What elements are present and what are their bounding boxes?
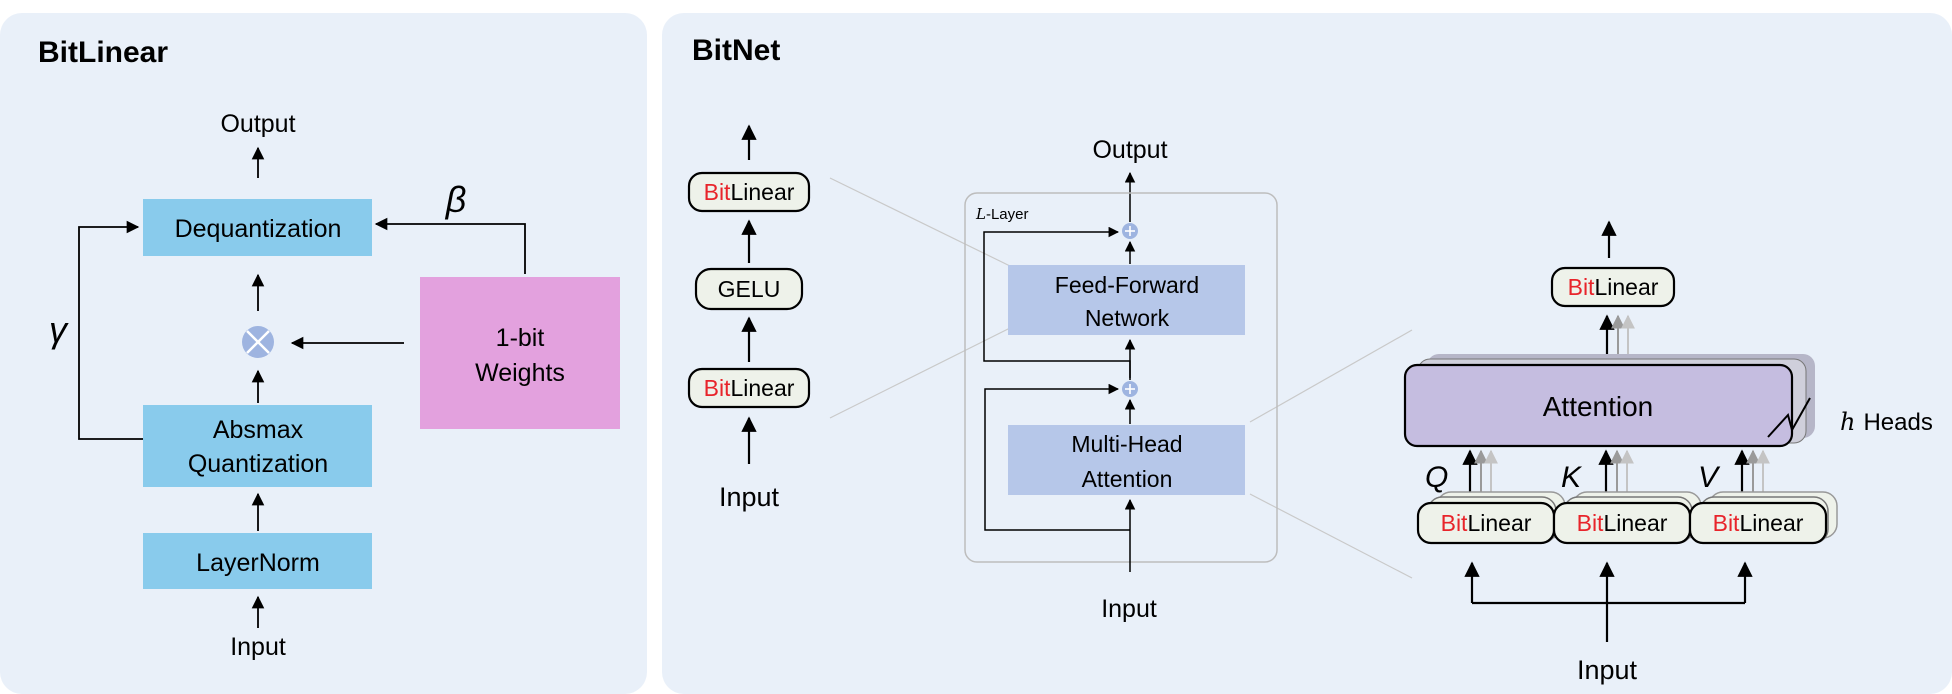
- ffn-stack: BitLinear GELU BitLinear Input: [687, 124, 811, 512]
- absmax-label-line2: Quantization: [188, 450, 328, 478]
- bitnet-panel: [662, 13, 1952, 694]
- ffn-label-line1: Feed-Forward: [1055, 272, 1199, 298]
- bitlinear-pill-bottom: BitLinear: [687, 367, 811, 409]
- svg-text:GELU: GELU: [718, 276, 781, 302]
- dequantization-label: Dequantization: [175, 215, 342, 243]
- weights-label-line1: 1-bit: [496, 324, 545, 352]
- layer-output-label: Output: [1092, 136, 1167, 164]
- ffn-label-line2: Network: [1085, 305, 1170, 331]
- attention-block: [1403, 363, 1794, 448]
- attention-input-label: Input: [1577, 655, 1638, 685]
- bitlinear-diagram: Output Dequantization β γ 1-bit Weights …: [49, 110, 620, 661]
- mha-label-line1: Multi-Head: [1071, 431, 1182, 457]
- zoom-connector-lines: [829, 177, 1413, 579]
- q-label: Q: [1425, 461, 1448, 494]
- multiply-icon: [242, 326, 274, 358]
- v-projection: BitLinear: [1688, 449, 1838, 545]
- bitnet-panel-title: BitNet: [692, 34, 781, 67]
- svg-text:BitLinear: BitLinear: [704, 375, 795, 401]
- weights-label-line2: Weights: [475, 359, 565, 387]
- dequantization-block: [143, 199, 372, 256]
- mha-block: [1008, 425, 1245, 495]
- add-icon-bottom: [1122, 381, 1138, 397]
- svg-text:BitLinear: BitLinear: [1577, 510, 1668, 536]
- bitlinear-panel-title: BitLinear: [38, 36, 169, 69]
- layernorm-label: LayerNorm: [196, 549, 320, 577]
- gamma-symbol: γ: [49, 309, 69, 350]
- weights-block: [420, 277, 620, 429]
- heads-bracket-icon: [1767, 397, 1811, 438]
- mha-label-line2: Attention: [1082, 466, 1173, 492]
- beta-symbol: β: [445, 179, 467, 220]
- gelu-pill: GELU: [694, 267, 804, 311]
- svg-text:BitLinear: BitLinear: [1568, 274, 1659, 300]
- add-icon-top: [1122, 223, 1138, 239]
- svg-text:BitLinear: BitLinear: [704, 179, 795, 205]
- bitlinear-input-label: Input: [230, 633, 286, 661]
- k-projection: BitLinear: [1552, 449, 1702, 545]
- input-fanout-arrows: [1464, 561, 1753, 642]
- layernorm-block: [143, 533, 372, 589]
- ffn-stack-input-label: Input: [719, 482, 780, 512]
- ffn-block: [1008, 265, 1245, 335]
- svg-text:BitLinear: BitLinear: [1441, 510, 1532, 536]
- arrow-weights-to-dequant: [374, 217, 526, 274]
- layer-input-label: Input: [1101, 595, 1157, 623]
- bitlinear-output-label: Output: [220, 110, 295, 138]
- k-label: K: [1561, 461, 1583, 494]
- q-projection: BitLinear: [1416, 449, 1566, 545]
- l-layer-label: L-Layer: [975, 205, 1029, 223]
- svg-text:BitLinear: BitLinear: [1713, 510, 1804, 536]
- v-label: V: [1698, 461, 1721, 494]
- mha-residual-arrow: [984, 383, 1130, 531]
- bitlinear-pill-output: BitLinear: [1550, 266, 1676, 308]
- arrow-gamma-to-dequant: [78, 220, 143, 440]
- absmax-label-line1: Absmax: [213, 416, 304, 444]
- l-layer-diagram: Output L-Layer Feed-Forward Network Mult…: [964, 136, 1278, 623]
- bitlinear-pill-top: BitLinear: [687, 171, 811, 213]
- attention-label: Attention: [1543, 391, 1654, 422]
- l-layer-container: [964, 192, 1278, 563]
- bitlinear-pill-v: [1688, 501, 1828, 545]
- absmax-quantization-block: [143, 405, 372, 487]
